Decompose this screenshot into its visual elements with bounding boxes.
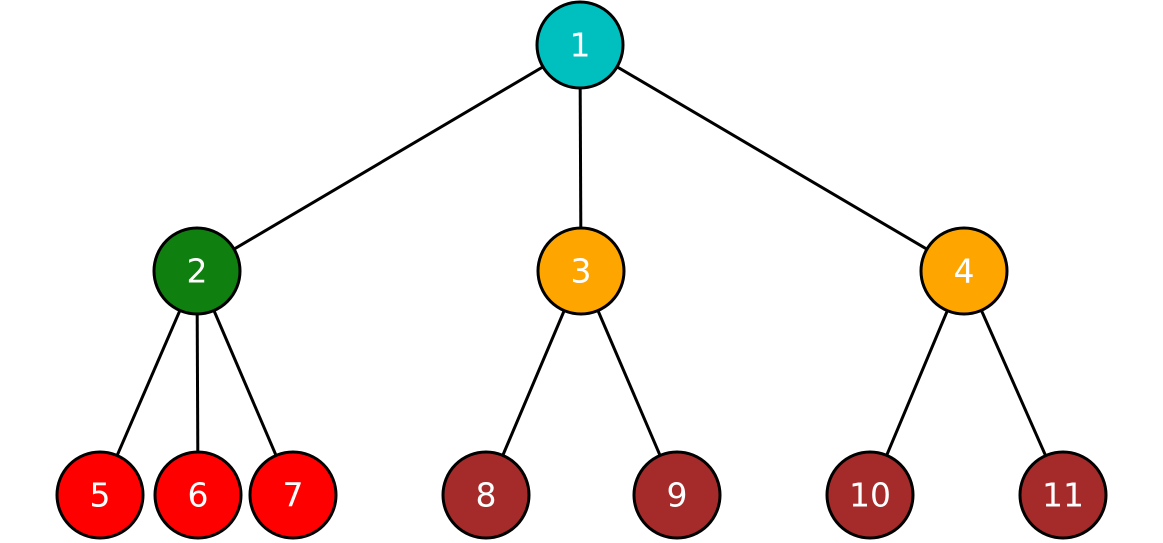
node-label-5: 5: [90, 476, 111, 515]
tree-node-3: 3: [536, 226, 626, 316]
node-label-7: 7: [283, 476, 304, 515]
node-label-3: 3: [571, 252, 592, 291]
node-label-11: 11: [1042, 476, 1084, 515]
node-circle-10: [825, 450, 915, 540]
tree-node-1: 1: [535, 0, 625, 90]
tree-node-8: 8: [441, 450, 531, 540]
node-circle-7: [248, 450, 338, 540]
node-label-1: 1: [570, 26, 591, 65]
node-circle-5: [55, 450, 145, 540]
tree-node-6: 6: [153, 450, 243, 540]
node-label-9: 9: [667, 476, 688, 515]
node-label-8: 8: [476, 476, 497, 515]
node-layer: 1 2 3 4 5 6 7 8 9 10 11: [55, 0, 1108, 540]
node-label-10: 10: [849, 476, 891, 515]
node-label-2: 2: [187, 252, 208, 291]
node-circle-4: [919, 226, 1009, 316]
edge-1-4: [579, 43, 965, 273]
node-circle-11: [1018, 450, 1108, 540]
tree-node-2: 2: [152, 226, 242, 316]
node-circle-2: [152, 226, 242, 316]
tree-node-11: 11: [1018, 450, 1108, 540]
node-circle-1: [535, 0, 625, 90]
node-label-4: 4: [954, 252, 975, 291]
node-circle-6: [153, 450, 243, 540]
tree-node-7: 7: [248, 450, 338, 540]
node-circle-9: [632, 450, 722, 540]
tree-node-5: 5: [55, 450, 145, 540]
tree-node-4: 4: [919, 226, 1009, 316]
edge-1-2: [196, 43, 581, 273]
node-circle-8: [441, 450, 531, 540]
node-label-6: 6: [188, 476, 209, 515]
tree-node-9: 9: [632, 450, 722, 540]
node-circle-3: [536, 226, 626, 316]
tree-node-10: 10: [825, 450, 915, 540]
